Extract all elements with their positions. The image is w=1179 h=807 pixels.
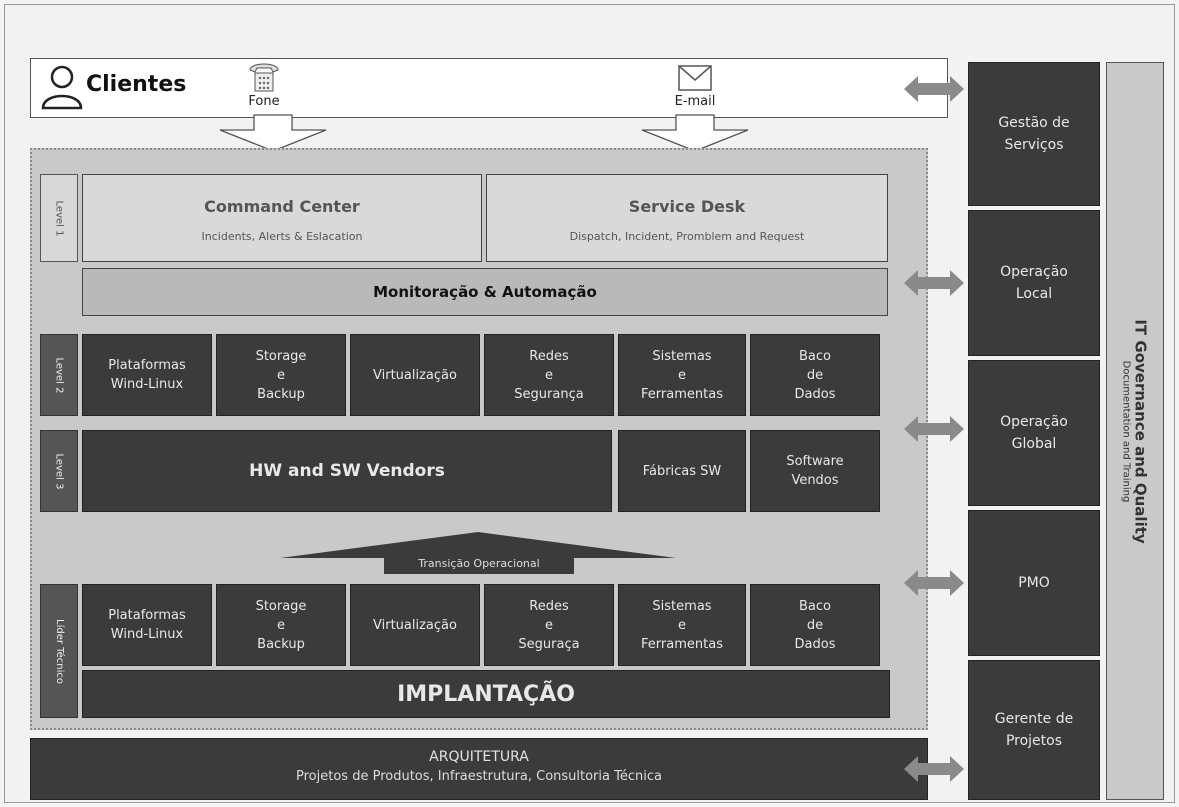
lt-storage: Storage e Backup [216,584,346,666]
l2-sistemas: Sistemas e Ferramentas [618,334,746,416]
lt-redes: Redes e Seguraça [484,584,614,666]
l2-storage: Storage e Backup [216,334,346,416]
arquitetura-bar: ARQUITETURA Projetos de Produtos, Infrae… [30,738,928,800]
lider-tecnico-tab: Líder Técnico [40,584,78,718]
service-desk-sub: Dispatch, Incident, Promblem and Request [569,230,805,243]
implantacao-bar: IMPLANTAÇÃO [82,670,890,718]
service-desk-title: Service Desk [628,197,746,216]
command-center-sub: Incidents, Alerts & Eslacation [201,230,363,243]
lt-plataformas: Plataformas Wind-Linux [82,584,212,666]
lt-virtualizacao: Virtualização [350,584,480,666]
lt-sistemas: Sistemas e Ferramentas [618,584,746,666]
l2-virtualizacao: Virtualização [350,334,480,416]
email-down-arrow [641,114,749,152]
clients-bar [30,58,948,118]
lt-banco-dados: Baco de Dados [750,584,880,666]
email-label: E-mail [674,94,716,109]
l2-banco-dados: Baco de Dados [750,334,880,416]
governance-title: IT Governance and Quality [1131,318,1150,544]
fone-down-arrow [219,114,327,152]
arquitetura-title: ARQUITETURA [429,749,529,765]
command-center-box: Command Center Incidents, Alerts & Eslac… [82,174,482,262]
operacao-global-box: Operação Global [968,360,1100,506]
software-vendos-box: Software Vendos [750,430,880,512]
mail-icon [678,65,712,91]
fone-label: Fone [248,94,280,109]
double-arrow-icon [904,270,964,296]
double-arrow-icon [904,76,964,102]
double-arrow-icon [904,570,964,596]
l2-redes: Redes e Segurança [484,334,614,416]
governance-sub: Documentation and Training [1120,360,1132,502]
arquitetura-sub: Projetos de Produtos, Infraestrutura, Co… [296,769,662,784]
governance-column [1106,62,1164,800]
level2-tab: Level 2 [40,334,78,416]
l2-plataformas: Plataformas Wind-Linux [82,334,212,416]
operacao-local-box: Operação Local [968,210,1100,356]
transition-up-arrow [280,532,676,558]
level3-tab: Level 3 [40,430,78,512]
phone-icon [249,63,279,92]
person-icon [41,65,83,110]
hw-sw-vendors-box: HW and SW Vendors [82,430,612,512]
transition-label: Transição Operacional [384,552,574,574]
gerente-projetos-box: Gerente de Projetos [968,660,1100,800]
service-desk-box: Service Desk Dispatch, Incident, Promble… [486,174,888,262]
governance-text: IT Governance and Quality Documentation … [1106,62,1164,800]
fabricas-sw-box: Fábricas SW [618,430,746,512]
double-arrow-icon [904,416,964,442]
pmo-box: PMO [968,510,1100,656]
monitoring-bar: Monitoração & Automação [82,268,888,316]
double-arrow-icon [904,756,964,782]
clients-label: Clientes [86,72,187,97]
gestao-servicos-box: Gestão de Serviços [968,62,1100,206]
command-center-title: Command Center [204,197,360,216]
level1-tab: Level 1 [40,174,78,262]
